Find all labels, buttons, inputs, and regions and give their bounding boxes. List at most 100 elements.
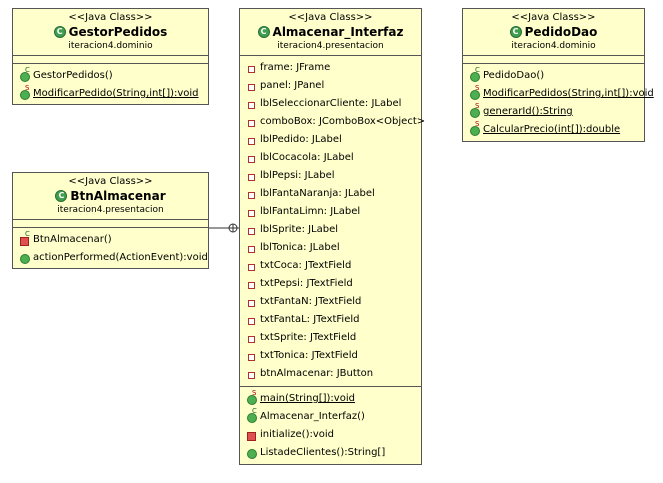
field-row[interactable]: lblFantaNaranja: JLabel <box>240 185 421 203</box>
field-row[interactable]: txtPepsi: JTextField <box>240 275 421 293</box>
private-field-icon <box>247 172 256 181</box>
method-row[interactable]: S CalcularPrecio(int[]):double <box>463 120 644 139</box>
public-static-method-icon: S <box>247 389 257 405</box>
field-label: txtPepsi: JTextField <box>260 278 353 289</box>
private-field-icon <box>247 244 256 253</box>
public-method-icon: C <box>20 66 30 82</box>
private-field-icon <box>247 370 256 379</box>
field-label: btnAlmacenar: JButton <box>260 368 374 379</box>
method-label: ModificarPedido(String,int[]):void <box>33 88 199 99</box>
field-row[interactable]: txtTonica: JTextField <box>240 347 421 365</box>
method-row[interactable]: C GestorPedidos() <box>13 66 208 85</box>
public-static-method-icon: S <box>470 102 480 118</box>
class-name: C GestorPedidos <box>15 24 206 40</box>
private-field-icon <box>247 262 256 271</box>
package-label: iteracion4.presentacion <box>57 205 164 215</box>
class-name: C BtnAlmacenar <box>15 188 206 204</box>
field-label: txtTonica: JTextField <box>260 350 358 361</box>
stereotype-label: <<Java Class>> <box>68 176 153 187</box>
method-row[interactable]: C PedidoDao() <box>463 66 644 85</box>
class-c-icon: C <box>55 190 68 202</box>
class-btnalmacenar[interactable]: <<Java Class>> C BtnAlmacenar iteracion4… <box>12 172 209 269</box>
class-name-text: PedidoDao <box>524 25 598 39</box>
class-header: <<Java Class>> C GestorPedidos iteracion… <box>13 9 208 56</box>
method-row[interactable]: initialize():void <box>240 426 421 444</box>
private-constructor-icon: C <box>20 230 30 246</box>
field-row[interactable]: lblPepsi: JLabel <box>240 167 421 185</box>
method-row[interactable]: S main(String[]):void <box>240 389 421 408</box>
method-label: main(String[]):void <box>260 393 355 404</box>
stereotype-label: <<Java Class>> <box>511 12 596 23</box>
field-row[interactable]: lblSeleccionarCliente: JLabel <box>240 95 421 113</box>
class-c-icon: C <box>53 26 66 38</box>
field-row[interactable]: txtCoca: JTextField <box>240 257 421 275</box>
field-row[interactable]: lblSprite: JLabel <box>240 221 421 239</box>
method-label: generarId():String <box>483 106 573 117</box>
method-label: ListadeClientes():String[] <box>260 447 386 458</box>
field-label: lblCocacola: JLabel <box>260 152 354 163</box>
methods-section: S main(String[]):void C Almacenar_Interf… <box>240 386 421 465</box>
class-header: <<Java Class>> C Almacenar_Interfaz iter… <box>240 9 421 56</box>
class-almacenar-interfaz[interactable]: <<Java Class>> C Almacenar_Interfaz iter… <box>239 8 425 465</box>
field-label: lblTonica: JLabel <box>260 242 340 253</box>
method-row[interactable]: S ModificarPedidos(String,int[]):void <box>463 84 654 103</box>
package-label: iteracion4.dominio <box>511 41 596 51</box>
field-row[interactable]: lblFantaLimn: JLabel <box>240 203 421 221</box>
method-label: initialize():void <box>260 429 335 440</box>
field-row[interactable]: lblCocacola: JLabel <box>240 149 421 167</box>
private-field-icon <box>247 118 256 127</box>
field-label: lblFantaNaranja: JLabel <box>260 188 375 199</box>
field-row[interactable]: comboBox: JComboBox<Object> <box>240 113 425 131</box>
class-name: C PedidoDao <box>465 24 642 40</box>
field-label: lblSeleccionarCliente: JLabel <box>260 98 402 109</box>
private-field-icon <box>247 154 256 163</box>
method-label: CalcularPrecio(int[]):double <box>483 124 621 135</box>
field-row[interactable]: btnAlmacenar: JButton <box>240 365 421 383</box>
field-label: panel: JPanel <box>260 80 325 91</box>
method-row[interactable]: ListadeClientes():String[] <box>240 444 421 462</box>
fields-section: frame: JFrame panel: JPanel lblSeleccionar… <box>240 56 425 386</box>
field-label: comboBox: JComboBox<Object> <box>260 116 426 127</box>
method-label: BtnAlmacenar() <box>33 234 112 245</box>
field-row[interactable]: txtFantaL: JTextField <box>240 311 421 329</box>
private-method-icon <box>247 431 256 441</box>
class-header: <<Java Class>> C PedidoDao iteracion4.do… <box>463 9 644 56</box>
methods-section: C BtnAlmacenar() actionPerformed(ActionE… <box>13 227 208 270</box>
method-row[interactable]: actionPerformed(ActionEvent):void <box>13 249 208 267</box>
private-field-icon <box>247 226 256 235</box>
field-row[interactable]: lblPedido: JLabel <box>240 131 421 149</box>
field-label: txtCoca: JTextField <box>260 260 352 271</box>
stereotype-label: <<Java Class>> <box>68 12 153 23</box>
method-label: PedidoDao() <box>483 70 545 81</box>
method-label: actionPerformed(ActionEvent):void <box>33 252 208 263</box>
private-field-icon <box>247 208 256 217</box>
class-name-text: BtnAlmacenar <box>70 189 166 203</box>
method-row[interactable]: S generarId():String <box>463 102 644 121</box>
constructor-icon: C <box>247 407 257 423</box>
method-row[interactable]: C Almacenar_Interfaz() <box>240 407 421 426</box>
private-field-icon <box>247 298 256 307</box>
private-field-icon <box>247 352 256 361</box>
public-static-method-icon: S <box>470 84 480 100</box>
public-method-icon <box>20 253 30 264</box>
field-label: txtFantaN: JTextField <box>260 296 362 307</box>
class-gestorpedidos[interactable]: <<Java Class>> C GestorPedidos iteracion… <box>12 8 209 105</box>
field-row[interactable]: txtFantaN: JTextField <box>240 293 421 311</box>
field-label: lblPedido: JLabel <box>260 134 342 145</box>
field-row[interactable]: panel: JPanel <box>240 77 421 95</box>
class-name-text: Almacenar_Interfaz <box>272 25 404 39</box>
class-name: C Almacenar_Interfaz <box>242 24 419 40</box>
package-label: iteracion4.dominio <box>68 41 153 51</box>
fields-section <box>463 56 644 63</box>
class-pedidodao[interactable]: <<Java Class>> C PedidoDao iteracion4.do… <box>462 8 654 142</box>
field-row[interactable]: frame: JFrame <box>240 59 421 77</box>
field-row[interactable]: lblTonica: JLabel <box>240 239 421 257</box>
field-label: txtSprite: JTextField <box>260 332 357 343</box>
field-row[interactable]: txtSprite: JTextField <box>240 329 421 347</box>
private-field-icon <box>247 100 256 109</box>
method-label: GestorPedidos() <box>33 70 113 81</box>
method-row[interactable]: S ModificarPedido(String,int[]):void <box>13 84 208 103</box>
method-row[interactable]: C BtnAlmacenar() <box>13 230 208 249</box>
constructor-icon: C <box>470 66 480 82</box>
stereotype-label: <<Java Class>> <box>288 12 373 23</box>
